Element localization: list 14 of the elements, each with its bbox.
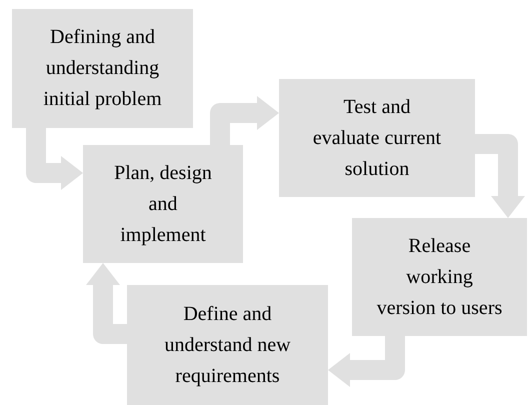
- arrow: [210, 96, 279, 145]
- step-text: Define and understand new requirements: [163, 302, 292, 388]
- arrow: [328, 336, 405, 387]
- process-box: [12, 9, 193, 128]
- step-text: Plan, design and implement: [113, 160, 213, 248]
- step-text: Test and evaluate current solution: [312, 94, 442, 182]
- arrow: [475, 134, 525, 218]
- arrow: [26, 128, 83, 190]
- process-box: [83, 145, 243, 263]
- step-text: Defining and understanding initial problem: [42, 25, 163, 112]
- process-box: [352, 218, 527, 336]
- process-box: [127, 285, 328, 405]
- process-box: [279, 79, 475, 197]
- step-text: Release working version to users: [376, 234, 503, 320]
